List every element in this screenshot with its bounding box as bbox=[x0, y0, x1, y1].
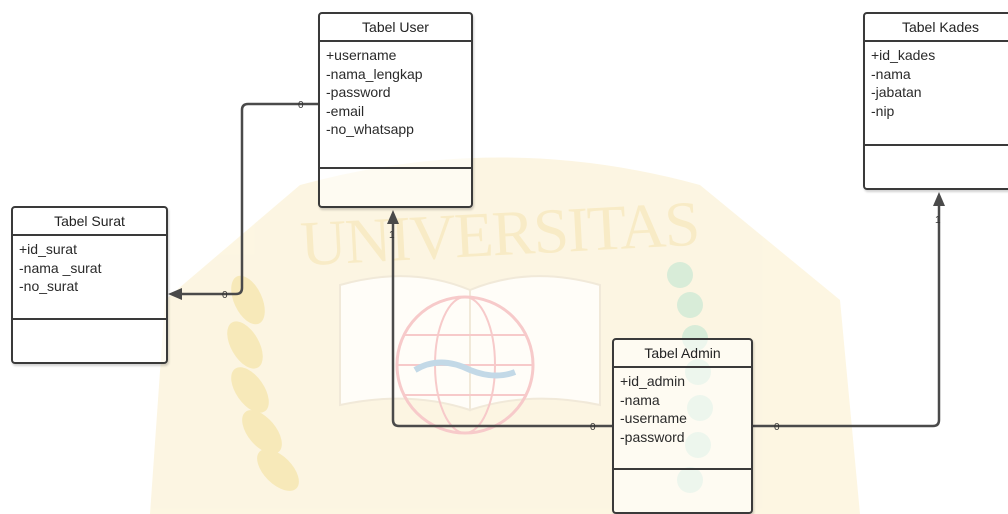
attribute: -email bbox=[326, 102, 365, 119]
table-title: Tabel Admin bbox=[614, 340, 751, 368]
table-title: Tabel Kades bbox=[865, 14, 1008, 42]
multiplicity-surat-end: 0 bbox=[222, 290, 228, 301]
attribute: -nama_lengkap bbox=[326, 65, 423, 82]
attribute-compartment: +id_admin -nama -username -password bbox=[614, 368, 751, 470]
attribute: -nama bbox=[620, 391, 660, 408]
connector-user-surat: 0 0 bbox=[168, 100, 318, 301]
attribute: -password bbox=[326, 84, 391, 100]
attribute: -jabatan bbox=[871, 84, 922, 100]
multiplicity-admin-end: 0 bbox=[774, 422, 780, 433]
attribute: -nama bbox=[871, 65, 911, 82]
table-title: Tabel User bbox=[320, 14, 471, 42]
multiplicity-user-end: 0 bbox=[298, 100, 304, 111]
arrowhead-icon bbox=[387, 210, 399, 224]
attribute: -no_whatsapp bbox=[326, 121, 414, 137]
university-logo-watermark: UNIVERSITAS bbox=[150, 157, 860, 514]
connector-line bbox=[752, 205, 941, 428]
multiplicity-admin-end: 0 bbox=[590, 422, 596, 433]
attribute: -no_surat bbox=[19, 278, 79, 294]
attribute: -nip bbox=[871, 102, 895, 119]
attribute: +id_admin bbox=[620, 373, 685, 389]
attribute-compartment: +id_surat -nama _surat -no_surat bbox=[13, 236, 166, 320]
attribute: +id_surat bbox=[19, 241, 77, 257]
connector-line bbox=[391, 222, 612, 428]
table-admin[interactable]: Tabel Admin +id_admin -nama -username -p… bbox=[612, 338, 753, 514]
attribute-compartment: +username -nama_lengkap -password -email… bbox=[320, 42, 471, 169]
table-title: Tabel Surat bbox=[13, 208, 166, 236]
attribute: +username bbox=[326, 47, 397, 63]
attribute: -nama _surat bbox=[19, 259, 102, 276]
arrowhead-icon bbox=[168, 288, 182, 300]
multiplicity-user-end: 1 bbox=[389, 230, 395, 241]
multiplicity-kades-end: 1 bbox=[935, 215, 941, 226]
arrowhead-icon bbox=[933, 192, 945, 206]
connector-admin-user: 0 1 bbox=[387, 210, 612, 433]
attribute: -password bbox=[620, 428, 685, 445]
table-user[interactable]: Tabel User +username -nama_lengkap -pass… bbox=[318, 12, 473, 208]
connector-line bbox=[176, 102, 318, 296]
connector-admin-kades: 0 1 bbox=[752, 192, 945, 433]
attribute: -username bbox=[620, 410, 687, 426]
table-kades[interactable]: Tabel Kades +id_kades -nama -jabatan -ni… bbox=[863, 12, 1008, 190]
attribute-compartment: +id_kades -nama -jabatan -nip bbox=[865, 42, 1008, 146]
attribute: +id_kades bbox=[871, 47, 936, 63]
table-surat[interactable]: Tabel Surat +id_surat -nama _surat -no_s… bbox=[11, 206, 168, 364]
